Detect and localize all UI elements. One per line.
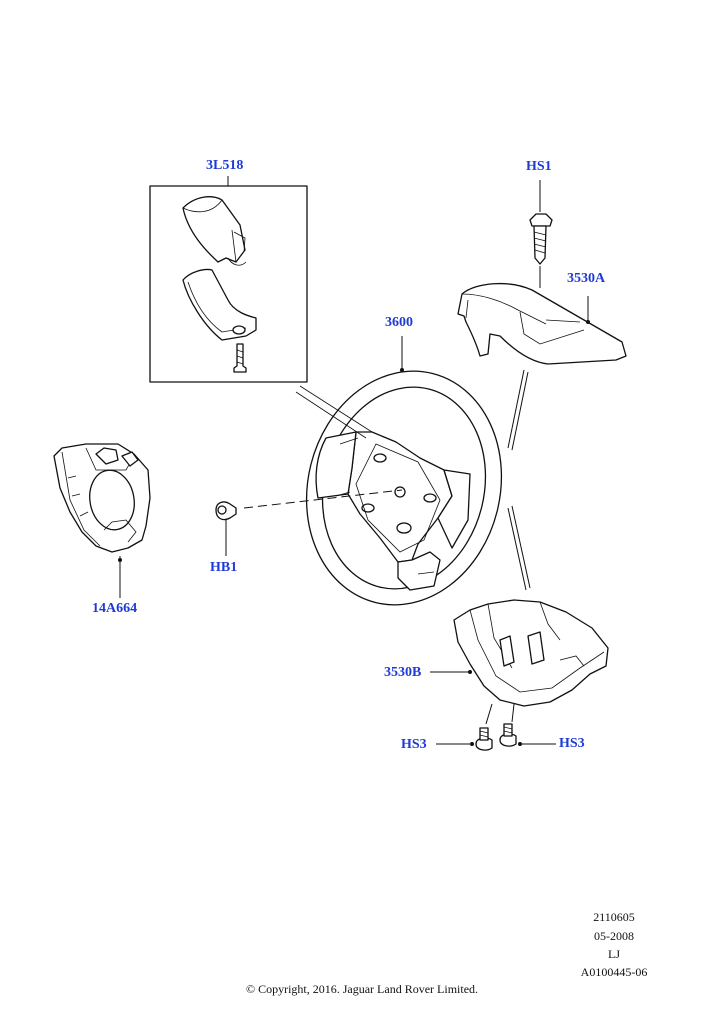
screw-hs1-head <box>529 213 553 227</box>
steering-wheel-group <box>295 336 503 606</box>
callout-hs3-right[interactable]: HS3 <box>559 736 585 751</box>
screw-hs3-left <box>475 737 493 751</box>
diagram-model-code: LJ <box>608 947 620 961</box>
callout-14a664[interactable]: 14A664 <box>92 601 138 616</box>
steering-wheel-spoke-left <box>315 431 357 499</box>
bracket-pin <box>233 343 247 373</box>
callout-3600[interactable]: 3600 <box>385 315 413 330</box>
steering-wheel-spoke-bottom <box>397 551 441 591</box>
screw-hs1-group <box>529 180 553 288</box>
callout-hs1[interactable]: HS1 <box>526 159 552 174</box>
diagram-ref-number: 2110605 <box>593 910 635 924</box>
lower-shroud-group <box>430 599 609 725</box>
assembly-axis <box>243 489 403 509</box>
screw-hs3-left-group <box>436 727 493 751</box>
copyright-notice: © Copyright, 2016. Jaguar Land Rover Lim… <box>245 982 479 996</box>
clock-spring-group <box>53 443 151 598</box>
airbag-bracket-lower <box>182 268 257 341</box>
callout-hs3-left[interactable]: HS3 <box>401 737 427 752</box>
clock-spring-center <box>89 469 135 531</box>
bolt-hb1-group <box>215 501 237 556</box>
screw-hs1-shank <box>533 225 547 265</box>
upper-shroud-leader-b <box>511 371 529 451</box>
upper-shroud <box>457 282 627 365</box>
airbag-bracket-group <box>149 176 308 383</box>
lower-shroud-leader-a <box>507 507 527 591</box>
callout-3l518[interactable]: 3L518 <box>206 158 244 173</box>
callout-3530b[interactable]: 3530B <box>384 665 422 680</box>
callout-hb1[interactable]: HB1 <box>210 560 238 575</box>
diagram-illustration-id: A0100445-06 <box>580 965 648 979</box>
airbag-bracket-upper <box>182 196 246 263</box>
diagram-date: 05-2008 <box>594 929 634 943</box>
steering-wheel-spoke-right <box>437 469 471 549</box>
screw-hs3-right <box>499 733 517 747</box>
lower-shroud-leader-b <box>511 505 531 589</box>
screw-hs3-right-group <box>499 723 556 747</box>
upper-shroud-group <box>457 282 627 365</box>
upper-shroud-leader-a <box>507 369 525 449</box>
callout-3530a[interactable]: 3530A <box>567 271 606 286</box>
